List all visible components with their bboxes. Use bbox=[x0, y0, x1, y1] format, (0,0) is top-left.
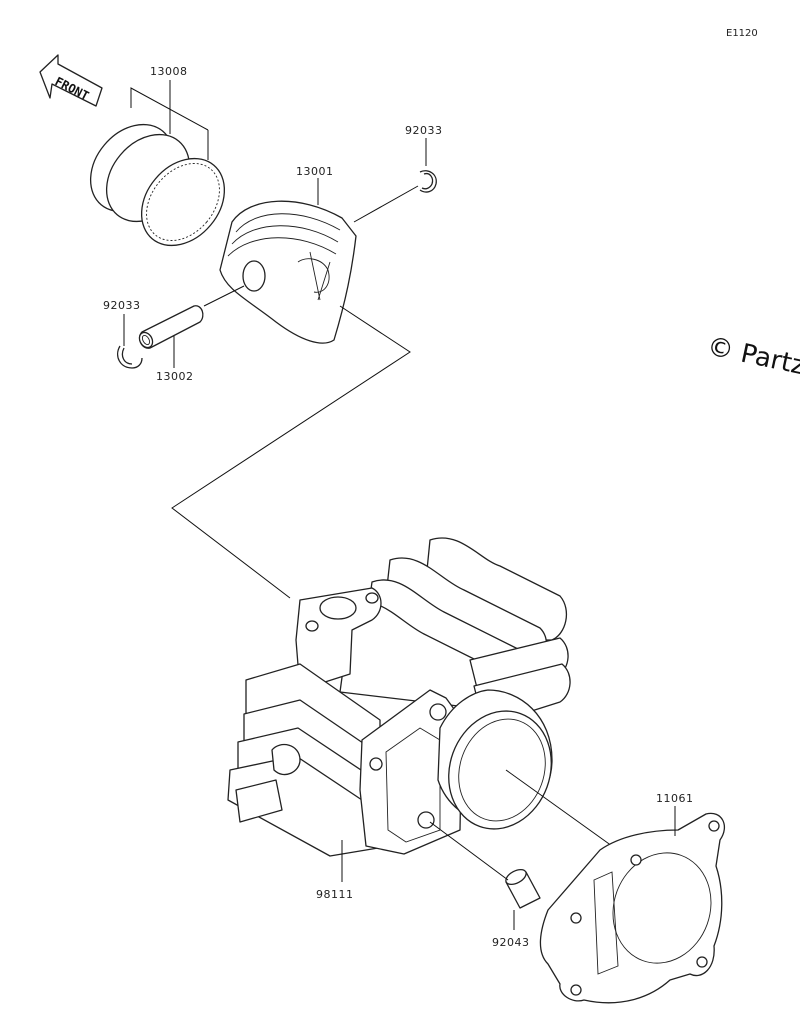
part-label-98111: 98111 bbox=[316, 888, 354, 901]
part-label-92033-right: 92033 bbox=[405, 124, 443, 137]
watermark: © Partzilla bbox=[705, 332, 800, 390]
front-arrow-icon: FRONT bbox=[39, 54, 103, 107]
part-label-92033-left: 92033 bbox=[103, 299, 141, 312]
part-label-13008: 13008 bbox=[150, 65, 188, 78]
circlip-right[interactable] bbox=[419, 170, 437, 193]
piston-to-cylinder-line bbox=[171, 305, 411, 599]
diagram-code: E1120 bbox=[726, 28, 758, 39]
part-label-11061: 11061 bbox=[656, 792, 694, 805]
piston[interactable] bbox=[219, 200, 357, 344]
part-label-92043: 92043 bbox=[492, 936, 530, 949]
cylinder-block[interactable] bbox=[227, 537, 571, 857]
circlip-left[interactable] bbox=[117, 345, 143, 369]
part-label-13001: 13001 bbox=[296, 165, 334, 178]
piston-pin[interactable] bbox=[137, 305, 204, 350]
piston-rings[interactable] bbox=[74, 108, 242, 262]
part-label-13002: 13002 bbox=[156, 370, 194, 383]
dowel-pin[interactable] bbox=[503, 867, 541, 909]
rings-leader-lines bbox=[130, 80, 209, 160]
base-gasket[interactable] bbox=[539, 812, 726, 1004]
